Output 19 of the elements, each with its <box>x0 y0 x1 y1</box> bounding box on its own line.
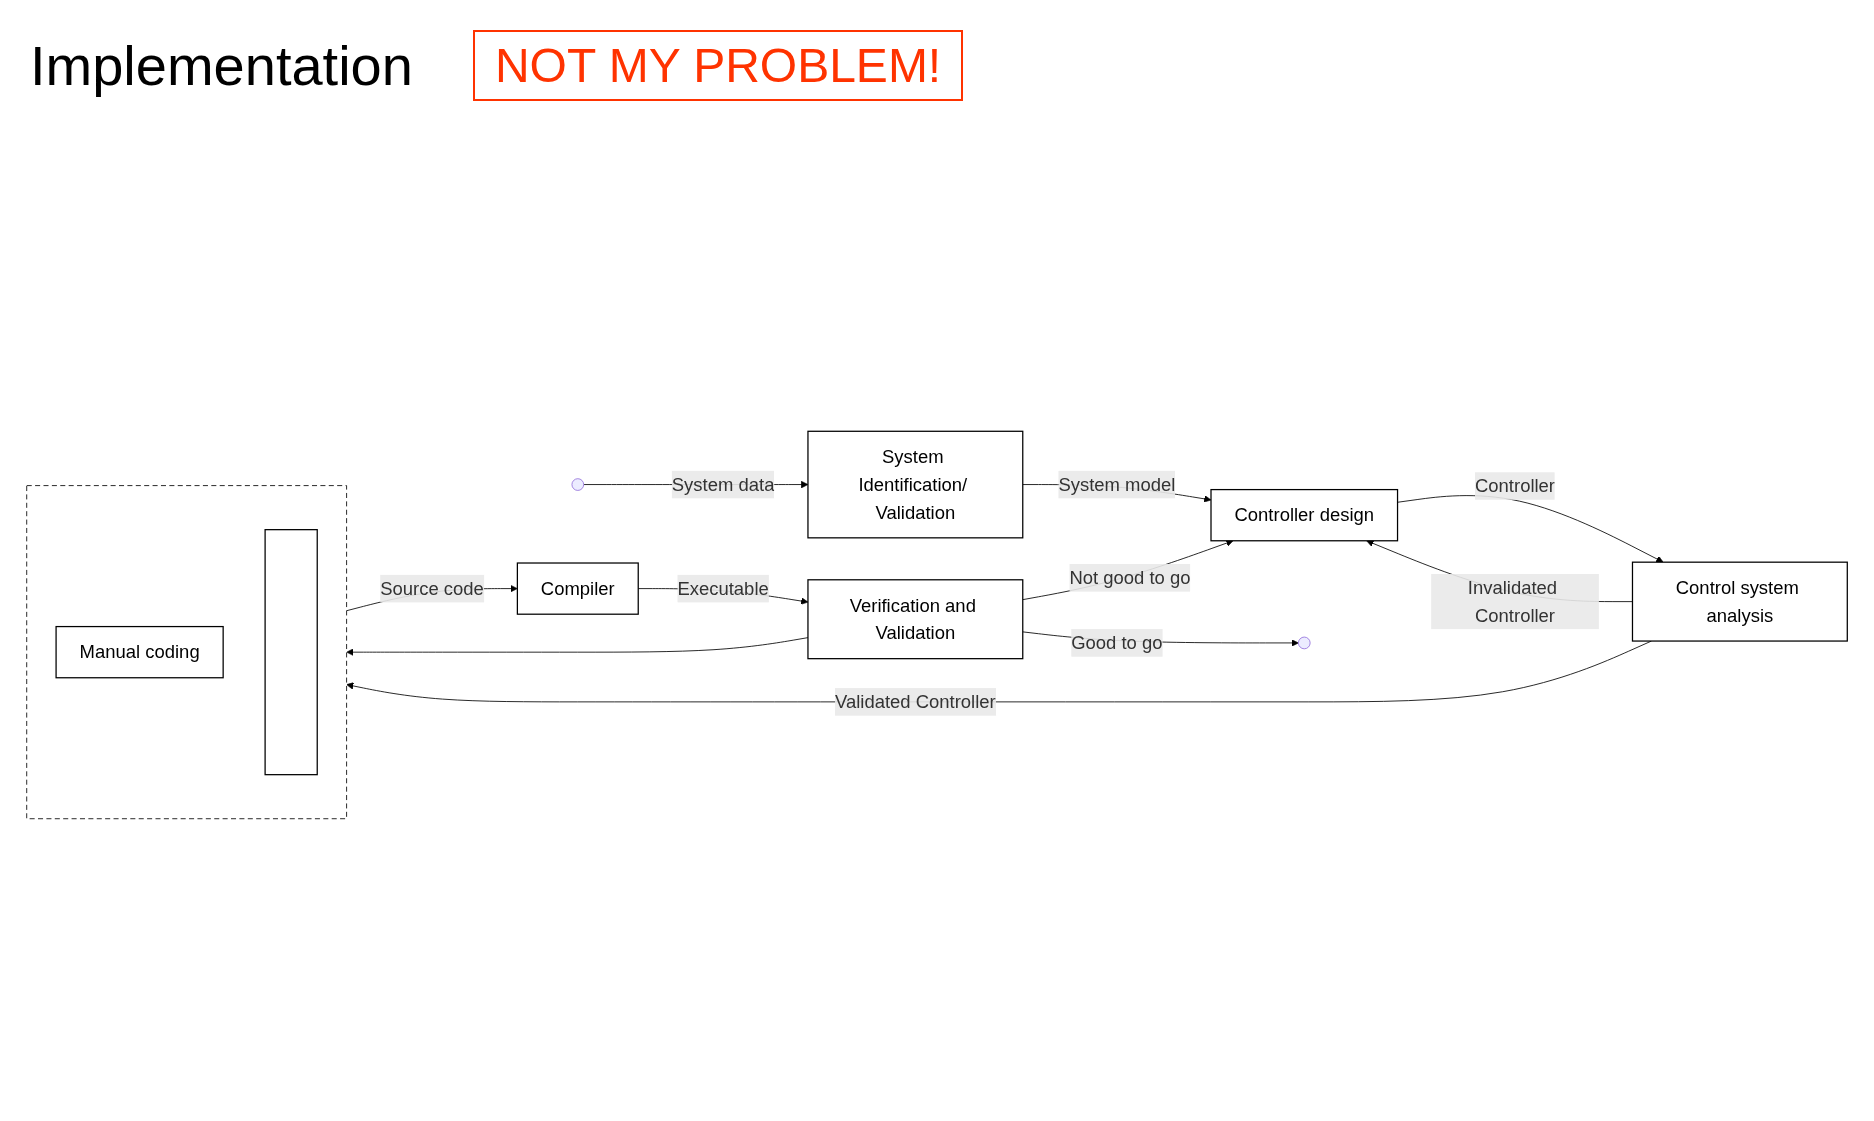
edge-label: Not good to go <box>1069 567 1191 589</box>
edge-label: Controller <box>1475 475 1556 497</box>
node-box: Compiler <box>516 562 639 615</box>
edge-label: Good to go <box>1071 632 1163 654</box>
edge-label: Validated Controller <box>834 691 996 713</box>
edge-label: Source code <box>380 578 484 600</box>
node-box: System Identification/ Validation <box>807 430 1024 539</box>
stamp-text: NOT MY PROBLEM! <box>472 30 964 101</box>
node-box: Manual coding <box>55 625 224 679</box>
node-box: Verification and Validation <box>807 579 1024 660</box>
edge-label: Invalidated Controller <box>1467 577 1558 626</box>
node-box: Control system analysis <box>1631 561 1848 642</box>
edge-label: System model <box>1058 474 1176 496</box>
edge-label: System data <box>671 474 775 496</box>
cluster <box>26 485 348 820</box>
section-heading: Implementation <box>30 33 413 98</box>
edge-label: Executable <box>677 578 769 600</box>
node-box: Controller design <box>1210 488 1399 542</box>
node-box <box>264 529 318 776</box>
